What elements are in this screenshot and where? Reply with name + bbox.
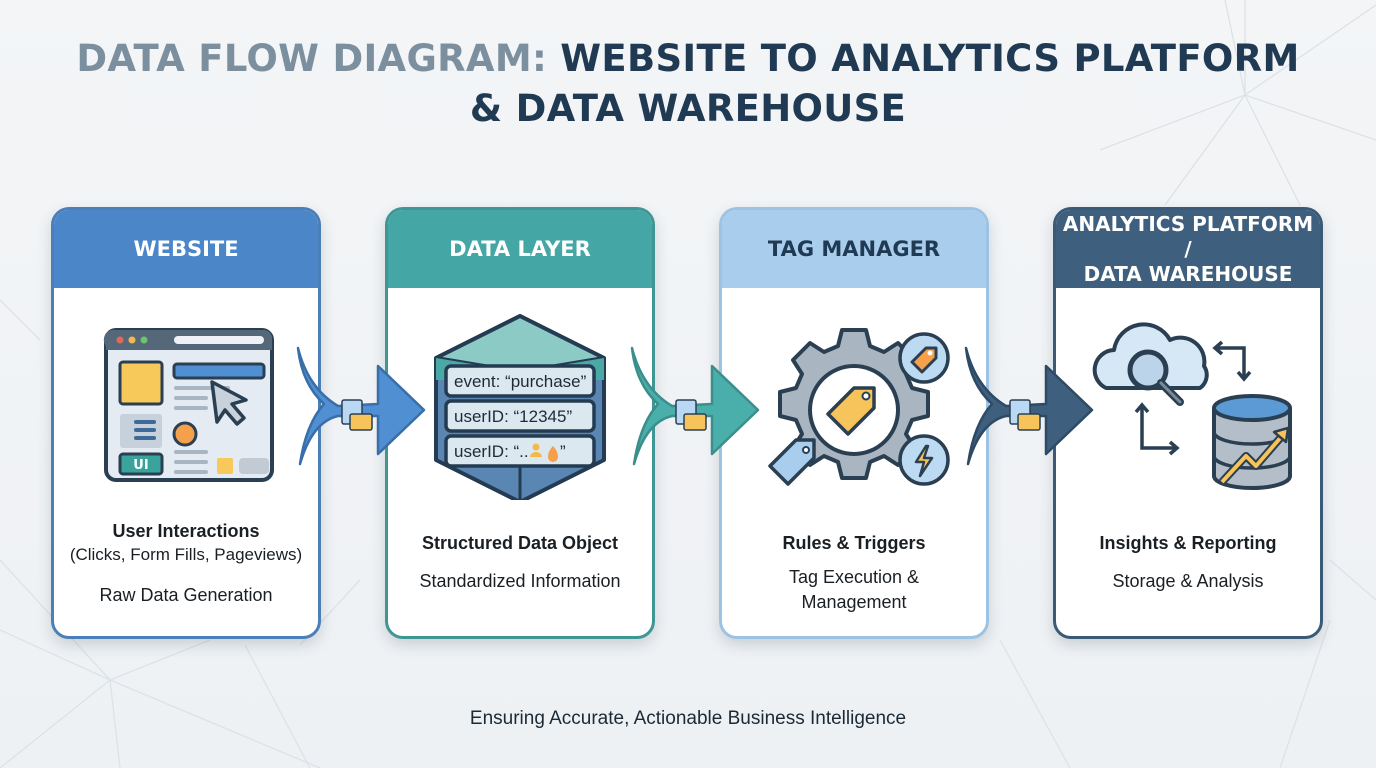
gear-tags-icon xyxy=(768,328,950,486)
page-title: DATA FLOW DIAGRAM: WEBSITE TO ANALYTICS … xyxy=(0,34,1376,134)
card-header-label: WEBSITE xyxy=(133,236,239,261)
data-row-event: event: “purchase” xyxy=(454,372,587,391)
document-packet-icon xyxy=(341,399,373,431)
stage-description: Storage & Analysis xyxy=(1112,571,1264,591)
title-prefix: DATA FLOW DIAGRAM: xyxy=(76,37,561,80)
stage-card-data-layer: DATA LAYER event: “purchase” userID: “12… xyxy=(385,207,655,639)
ui-badge-label: UI xyxy=(133,458,148,473)
stage-description: Raw Data Generation xyxy=(99,585,273,605)
stage-title: Structured Data Object xyxy=(421,533,619,553)
stage-description-line1: Tag Execution & xyxy=(788,567,920,587)
document-packet-icon xyxy=(675,399,707,431)
stage-description: Standardized Information xyxy=(419,571,621,591)
data-row-userid-masked: userID: “.. xyxy=(454,442,529,461)
flow-arrow-datalayer-to-tagmanager xyxy=(630,346,760,466)
flow-arrow-tagmanager-to-analytics xyxy=(964,346,1094,466)
card-header-analytics: ANALYTICS PLATFORM / DATA WAREHOUSE xyxy=(1056,210,1320,288)
browser-window-icon: UI xyxy=(103,328,274,482)
stage-subtitle: (Clicks, Form Fills, Pageviews) xyxy=(69,545,303,564)
card-header-website: WEBSITE xyxy=(54,210,318,288)
stage-title: Insights & Reporting xyxy=(1099,533,1277,553)
document-packet-icon xyxy=(1009,399,1041,431)
card-header-data-layer: DATA LAYER xyxy=(388,210,652,288)
data-row-userid: userID: “12345” xyxy=(454,407,572,426)
title-line2: & DATA WAREHOUSE xyxy=(469,87,907,130)
data-stack-icon: event: “purchase” userID: “12345” userID… xyxy=(434,314,606,500)
footer-tagline: Ensuring Accurate, Actionable Business I… xyxy=(469,708,907,729)
card-header-label: DATA LAYER xyxy=(449,236,591,261)
card-header-label-line2: DATA WAREHOUSE xyxy=(1083,261,1293,286)
card-header-label: TAG MANAGER xyxy=(767,236,941,261)
title-main: WEBSITE TO ANALYTICS PLATFORM xyxy=(560,37,1300,80)
stage-card-tag-manager: TAG MANAGER Rules & Triggers Tag Executi… xyxy=(719,207,989,639)
stage-card-analytics: ANALYTICS PLATFORM / DATA WAREHOUSE Insi… xyxy=(1053,207,1323,639)
cloud-database-icon xyxy=(1092,322,1292,490)
svg-text:”: ” xyxy=(560,442,566,461)
stage-title: Rules & Triggers xyxy=(782,533,926,553)
stage-title: User Interactions xyxy=(112,521,260,541)
card-header-tag-manager: TAG MANAGER xyxy=(722,210,986,288)
flow-arrow-website-to-datalayer xyxy=(296,346,426,466)
card-header-label-line1: ANALYTICS PLATFORM / xyxy=(1062,211,1314,261)
stage-card-website: WEBSITE UI User Interactions (Clicks, Fo… xyxy=(51,207,321,639)
stage-description-line2: Management xyxy=(801,592,907,612)
